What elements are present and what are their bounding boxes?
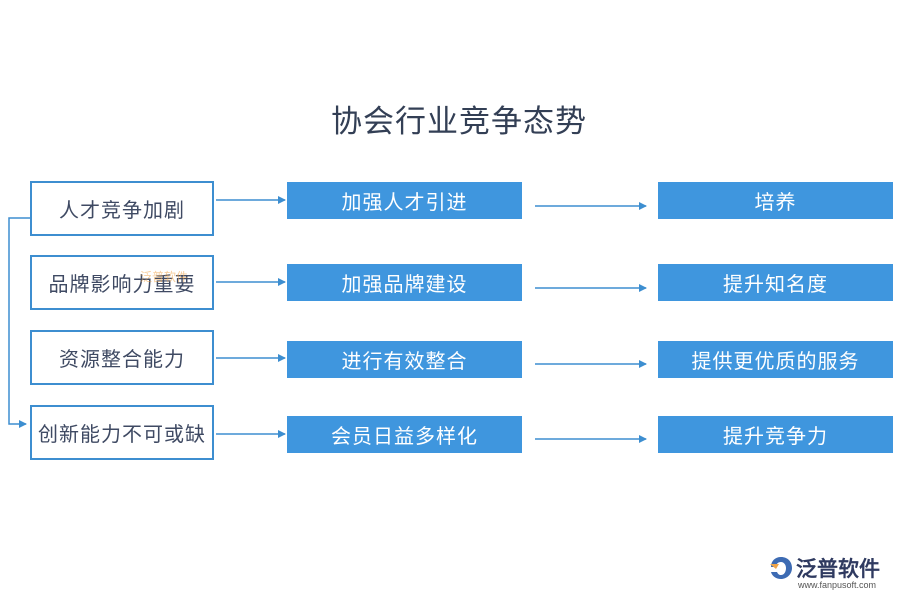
outcome-box-1: 培养 (658, 182, 893, 219)
action-box-4: 会员日益多样化 (287, 416, 522, 453)
logo-url: www.fanpusoft.com (798, 580, 877, 590)
challenge-box-3: 资源整合能力 (30, 330, 214, 385)
outcome-box-3: 提供更优质的服务 (658, 341, 893, 378)
logo-name: 泛普软件 (796, 557, 880, 581)
action-box-2: 加强品牌建设 (287, 264, 522, 301)
action-box-1: 加强人才引进 (287, 182, 522, 219)
bracket-line (8, 217, 30, 428)
watermark: 泛普软件 (140, 270, 189, 284)
outcome-box-2: 提升知名度 (658, 264, 893, 301)
logo-icon (770, 557, 792, 579)
challenge-box-4: 创新能力不可或缺 (30, 405, 214, 460)
action-box-3: 进行有效整合 (287, 341, 522, 378)
challenge-box-2: 品牌影响力重要 (30, 255, 214, 310)
diagram-title: 协会行业竞争态势 (331, 104, 587, 140)
challenge-box-1: 人才竞争加剧 (30, 181, 214, 236)
brand-logo: 泛普软件 www.fanpusoft.com (768, 553, 893, 593)
outcome-box-4: 提升竞争力 (658, 416, 893, 453)
